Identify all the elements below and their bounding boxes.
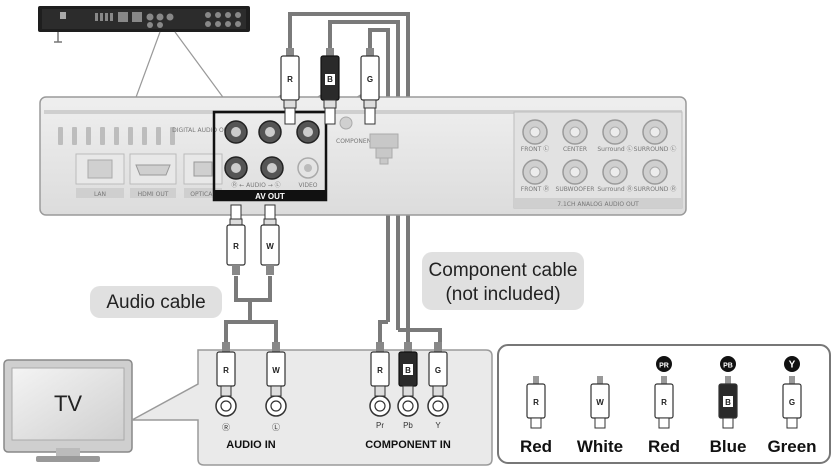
legend-plug-tail	[594, 417, 606, 429]
legend-items: R Red W White PR R Red PB B Blue Y G Green	[520, 356, 817, 456]
legend-plug-letter: B	[725, 398, 731, 407]
legend-badge	[784, 356, 800, 372]
plug-letter: G	[435, 366, 441, 375]
legend-color-name: White	[577, 437, 623, 456]
plug-letter: R	[287, 75, 293, 84]
legend-plug-letter: R	[661, 398, 667, 407]
audio-cables	[224, 276, 278, 352]
jack-label: Ⓡ	[222, 423, 230, 432]
plug-letter: G	[367, 75, 373, 84]
legend-item: Y G Green	[767, 356, 817, 456]
jack-label: Pb	[403, 421, 413, 430]
audio-cable-callout: Audio cable	[90, 286, 222, 318]
legend-plug-tail	[786, 417, 798, 429]
plug-letter: R	[377, 366, 383, 375]
legend-plug-letter: G	[789, 398, 795, 407]
legend-item: PB B Blue	[710, 356, 747, 456]
legend-badge-text: PR	[659, 363, 669, 370]
tv-plugs: R W R B G	[216, 342, 448, 397]
analog-label: CENTER	[563, 146, 587, 153]
analog-label: FRONT Ⓛ	[521, 145, 549, 153]
legend-plug-pin	[597, 376, 603, 384]
legend-plug-pin	[533, 376, 539, 384]
plug-letter: R	[223, 366, 229, 375]
plug-letter: R	[233, 242, 239, 251]
legend-badge	[656, 356, 672, 372]
audio-out-jacks	[224, 156, 319, 180]
av-out-label: AV OUT	[255, 192, 285, 201]
legend-item: PR R Red	[648, 356, 680, 456]
analog-label: SURROUND Ⓡ	[634, 185, 677, 193]
plug-letter: B	[405, 366, 411, 375]
tv-icon: TV	[3, 359, 133, 462]
analog-label: SUBWOOFER	[556, 186, 595, 193]
component-out-label: COMPONENT OUT	[336, 138, 390, 145]
tv-label: TV	[54, 391, 82, 416]
legend-plug-tail	[530, 417, 542, 429]
audio-in-label: AUDIO IN	[226, 439, 276, 451]
jack-label: Pr	[376, 421, 384, 430]
jack-label: Y	[435, 421, 441, 430]
legend-color-name: Red	[648, 437, 680, 456]
legend-color-name: Red	[520, 437, 552, 456]
hdmi-out-label: HDMI OUT	[138, 191, 169, 198]
legend-color-name: Green	[767, 437, 816, 456]
back-panel: LAN HDMI OUT DIGITAL AUDIO OUT OPTICAL A…	[39, 96, 687, 216]
analog-label: FRONT Ⓡ	[521, 185, 549, 193]
audio-cable-label: Audio cable	[106, 292, 205, 313]
plug-letter: B	[327, 75, 333, 84]
component-cable-label-line1: Component cable	[429, 260, 578, 281]
legend-plug-tail	[722, 417, 734, 429]
legend-badge-text: PB	[723, 363, 733, 370]
analog-audio-out-block: FRONT Ⓛ CENTER Surround Ⓛ SURROUND Ⓛ FRO…	[513, 111, 683, 209]
plug-letter: W	[266, 242, 274, 251]
legend-plug-pin	[789, 376, 795, 384]
color-legend: R Red W White PR R Red PB B Blue Y G Green	[497, 344, 831, 464]
component-plugs-top: R B G	[280, 48, 380, 125]
legend-plug-tail	[658, 417, 670, 429]
zoom-callout-lines	[134, 31, 226, 101]
legend-plug-letter: W	[596, 398, 604, 407]
blu-ray-player	[38, 6, 250, 43]
optical-label: OPTICAL	[190, 191, 216, 198]
audio-row-label: Ⓡ ← AUDIO → Ⓛ	[231, 181, 280, 189]
component-cable-callout: Component cable (not included)	[422, 252, 584, 310]
component-in-label: COMPONENT IN	[365, 439, 451, 451]
analog-label: Surround Ⓛ	[597, 145, 632, 153]
legend-plug-pin	[725, 376, 731, 384]
audio-plugs-panel: R W	[226, 204, 280, 275]
legend-item: W White	[577, 376, 623, 456]
legend-plug-letter: R	[533, 398, 539, 407]
analog-title: 7.1CH ANALOG AUDIO OUT	[557, 201, 639, 208]
video-label: VIDEO	[298, 182, 317, 189]
legend-badge-text: Y	[789, 360, 796, 371]
digital-audio-out-label: DIGITAL AUDIO OUT	[172, 127, 232, 134]
analog-label: SURROUND Ⓛ	[634, 145, 677, 153]
legend-plug-pin	[661, 376, 667, 384]
legend-badge	[720, 356, 736, 372]
analog-label: Surround Ⓡ	[597, 185, 632, 193]
legend-color-name: Blue	[710, 437, 747, 456]
component-cable-label-line2: (not included)	[445, 284, 560, 305]
legend-plug-window	[723, 396, 733, 407]
component-out-jacks	[224, 120, 320, 144]
jack-label: Ⓛ	[272, 423, 280, 432]
lan-label: LAN	[94, 191, 106, 198]
legend-item: R Red	[520, 376, 552, 456]
plug-letter: W	[272, 366, 280, 375]
